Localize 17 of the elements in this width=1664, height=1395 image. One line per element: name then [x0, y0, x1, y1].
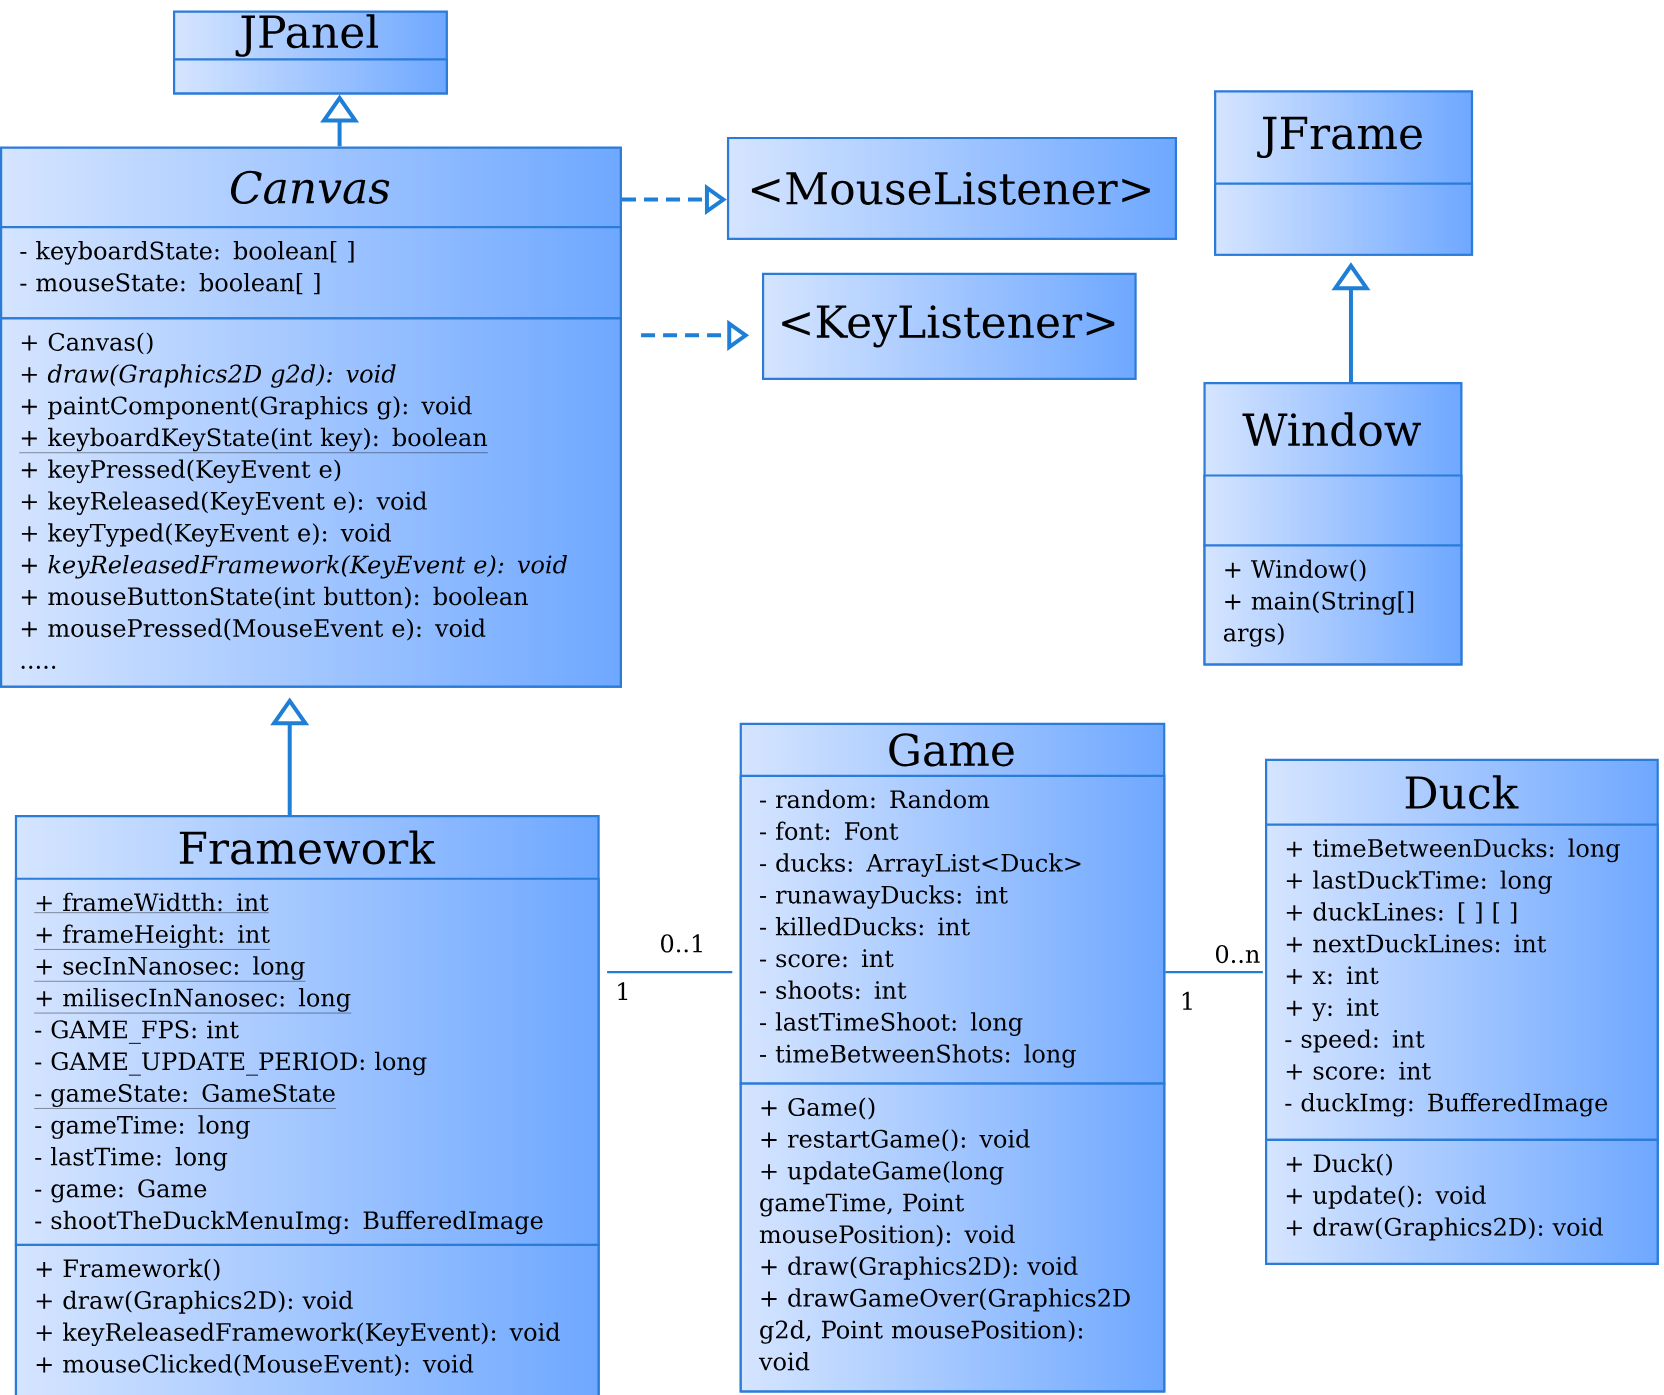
method-compartment: + Duck() + update(): void + draw(Graphics2D): void: [1265, 1138, 1659, 1266]
method-compartment: + Window() + main(String[] args): [1203, 544, 1463, 666]
class-box: <KeyListener>: [761, 272, 1137, 380]
empty-compartment: [173, 58, 448, 95]
class-box: <MouseListener>: [726, 136, 1177, 240]
multiplicity-label: 0..1: [661, 934, 702, 953]
empty-compartment: [1203, 474, 1463, 547]
multiplicity-label: 1: [1182, 991, 1192, 1010]
attribute-compartment: - random: Random - font: Font - ducks: ArrayList<Duck> - runawayDucks: int - killedDucks: int - score: int - shoots: int - lastTimeShoot: long - timeBetweenShots: long: [739, 774, 1166, 1085]
multiplicity-label: 0..n: [1216, 944, 1260, 964]
method-compartment: + Framework() + draw(Graphics2D): void + keyReleasedFramework(KeyEvent): void + mouseClicked(MouseEvent): void: [14, 1243, 600, 1395]
association-line: [1165, 970, 1263, 974]
association-line: [607, 970, 733, 974]
attribute-compartment: - keyboardState: boolean[ ] - mouseState: boolean[ ]: [0, 226, 622, 320]
method-compartment: + Game() + restartGame(): void + updateGame(long gameTime, Point mousePosition): void + draw(Graphics2D): void + drawGameOver(Graphics2D g2d, Point mousePosition): void: [739, 1082, 1166, 1393]
multiplicity-label: 1: [618, 982, 628, 1001]
empty-compartment: [1214, 182, 1474, 256]
